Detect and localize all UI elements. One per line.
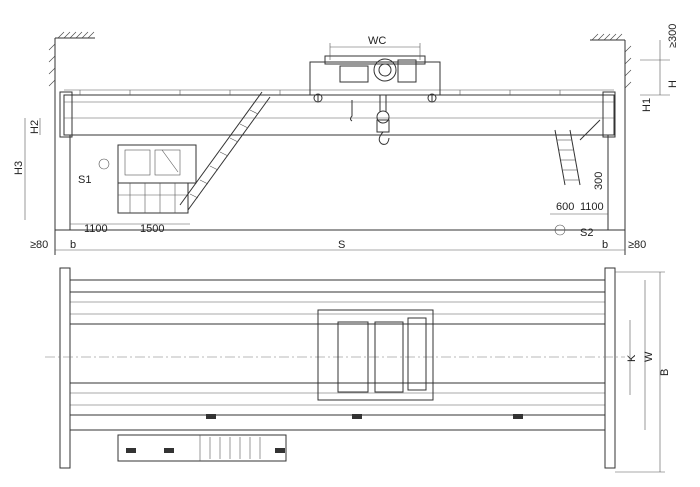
b-right-label: b [602,239,608,251]
dim-1100-left: 1100 [84,223,108,235]
h3-label: H3 [13,161,25,175]
dim-600: 600 [556,201,574,213]
s-label: S [338,239,345,251]
left-wall [48,31,95,255]
h1-label: H1 [641,98,653,112]
dim-300: 300 [593,172,605,190]
ladder-right [554,119,601,186]
plan-view: B W K [45,267,671,473]
elevation-dimensions: WC ≥300 H H1 H2 H3 S1 S2 1100 1500 600 1… [13,24,679,251]
w-label: W [643,351,655,362]
k-label: K [626,354,638,362]
s1-label: S1 [78,174,91,186]
b-big-label: B [659,369,671,376]
h-label: H [667,80,679,88]
ge80-left: ≥80 [30,239,48,251]
operator-cabin [117,144,197,214]
dim-1100-right: 1100 [580,201,604,213]
right-wall [590,33,632,255]
wc-label: WC [368,35,386,47]
staircase-left [179,91,271,211]
b-left-label: b [70,239,76,251]
s2-label: S2 [580,227,593,239]
elevation-view: WC ≥300 H H1 H2 H3 S1 S2 1100 1500 600 1… [13,24,679,255]
ge80-right: ≥80 [628,239,646,251]
clearance-top-label: ≥300 [667,24,679,48]
trolley [309,55,441,145]
h2-label: H2 [29,120,41,134]
dim-1500: 1500 [140,223,164,235]
main-girder [59,89,616,230]
